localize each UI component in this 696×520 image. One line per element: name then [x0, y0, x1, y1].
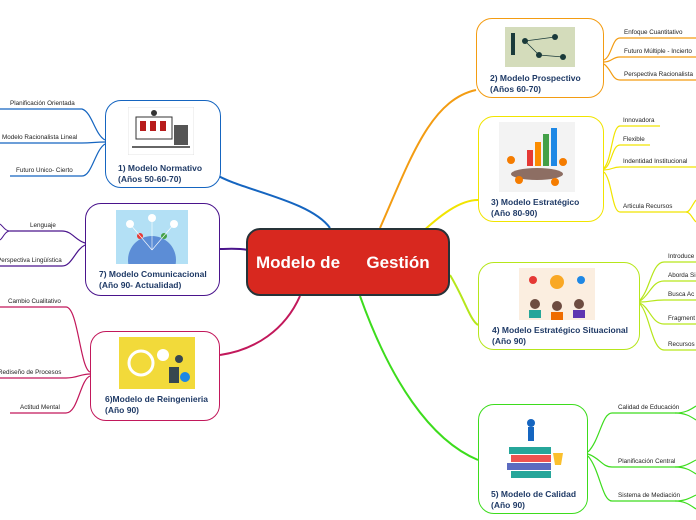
- subtopic-flexible[interactable]: Flexible: [623, 136, 645, 143]
- subtopic-recursos[interactable]: Recursos: [668, 341, 695, 348]
- teamwork-idea-illustration: [519, 268, 595, 320]
- node-modelo-prospectivo[interactable]: 2) Modelo Prospectivo (Años 60-70): [476, 18, 604, 98]
- node-title: 3) Modelo Estratégico: [491, 197, 580, 207]
- subtopic-lenguaje[interactable]: Lenguaje: [30, 222, 56, 229]
- node-modelo-comunicacional[interactable]: 7) Modelo Comunicacional (Año 90- Actual…: [85, 203, 220, 296]
- subtopic-rediseno-de-procesos[interactable]: Rediseño de Procesos: [0, 369, 62, 376]
- subtopic-indentidad-institucional[interactable]: Indentidad Institucional: [623, 158, 688, 165]
- subtopic-calidad-de-educacion[interactable]: Calidad de Educación: [618, 404, 680, 411]
- node-title: 6)Modelo de Reingenieria: [105, 394, 208, 404]
- node-subtitle: (Año 90- Actualidad): [99, 280, 182, 290]
- subtopic-sistema-de-mediacion[interactable]: Sistema de Mediación: [618, 492, 680, 499]
- classroom-illustration: [128, 107, 194, 155]
- subtopic-aborda[interactable]: Aborda Si: [668, 272, 696, 279]
- node-modelo-calidad[interactable]: 5) Modelo de Calidad (Año 90): [478, 404, 588, 514]
- subtopic-enfoque-cuantitativo[interactable]: Enfoque Cuantitativo: [624, 29, 683, 36]
- team-bar-chart-illustration: [499, 122, 575, 192]
- subtopic-fragment[interactable]: Fragment: [668, 315, 695, 322]
- gears-illustration: [119, 337, 195, 389]
- node-modelo-reingenieria[interactable]: 6)Modelo de Reingenieria (Año 90): [90, 331, 220, 421]
- subtopic-planificacion-orientada[interactable]: Planificación Orientada: [10, 100, 75, 107]
- subtopic-actitud-mental[interactable]: Actitud Mental: [20, 404, 60, 411]
- subtopic-busca[interactable]: Busca Ac: [668, 291, 695, 298]
- subtopic-perspectiva-linguistica[interactable]: Perspectiva Lingüística: [0, 257, 62, 264]
- node-title: 1) Modelo Normativo: [118, 163, 203, 173]
- subtopic-planificacion-central[interactable]: Planificación Central: [618, 458, 676, 465]
- central-topic[interactable]: Modelo de Gestión: [246, 228, 450, 296]
- books-trophy-illustration: [501, 413, 567, 483]
- node-modelo-estrategico-situacional[interactable]: 4) Modelo Estratégico Situacional (Año 9…: [478, 262, 640, 350]
- subtopic-modelo-racionalista-lineal[interactable]: Modelo Racionalista Lineal: [2, 134, 78, 141]
- node-title: 4) Modelo Estratégico Situacional: [492, 325, 629, 335]
- central-title-line1: Modelo de: [255, 252, 341, 272]
- node-subtitle: (Año 90): [492, 336, 526, 346]
- node-title: 5) Modelo de Calidad: [491, 489, 577, 499]
- node-modelo-estrategico[interactable]: 3) Modelo Estratégico (Año 80-90): [478, 116, 604, 222]
- subtopic-futuro-multiple-incierto[interactable]: Futuro Múltiple - Incierto: [624, 48, 692, 55]
- subtopic-introduce[interactable]: Introduce: [668, 253, 695, 260]
- node-subtitle: (Años 60-70): [490, 84, 542, 94]
- network-target-illustration: [505, 27, 575, 67]
- node-subtitle: (Año 80-90): [491, 208, 538, 218]
- node-title: 7) Modelo Comunicacional: [99, 269, 207, 279]
- node-subtitle: (Año 90): [105, 405, 139, 415]
- node-title: 2) Modelo Prospectivo: [490, 73, 581, 83]
- subtopic-perspectiva-racionalista[interactable]: Perspectiva Racionalista: [624, 71, 693, 78]
- node-subtitle: (Años 50-60-70): [118, 174, 182, 184]
- node-subtitle: (Año 90): [491, 500, 525, 510]
- node-modelo-normativo[interactable]: 1) Modelo Normativo (Años 50-60-70): [105, 100, 221, 188]
- subtopic-articula-recursos[interactable]: Articula Recursos: [623, 203, 673, 210]
- subtopic-cambio-cualitativo[interactable]: Cambio Cualitativo: [8, 298, 61, 305]
- central-title-line2: Gestión: [366, 252, 430, 272]
- subtopic-innovadora[interactable]: Innovadora: [623, 117, 655, 124]
- network-people-illustration: [116, 210, 188, 264]
- subtopic-futuro-unico-cierto[interactable]: Futuro Unico- Cierto: [16, 167, 73, 174]
